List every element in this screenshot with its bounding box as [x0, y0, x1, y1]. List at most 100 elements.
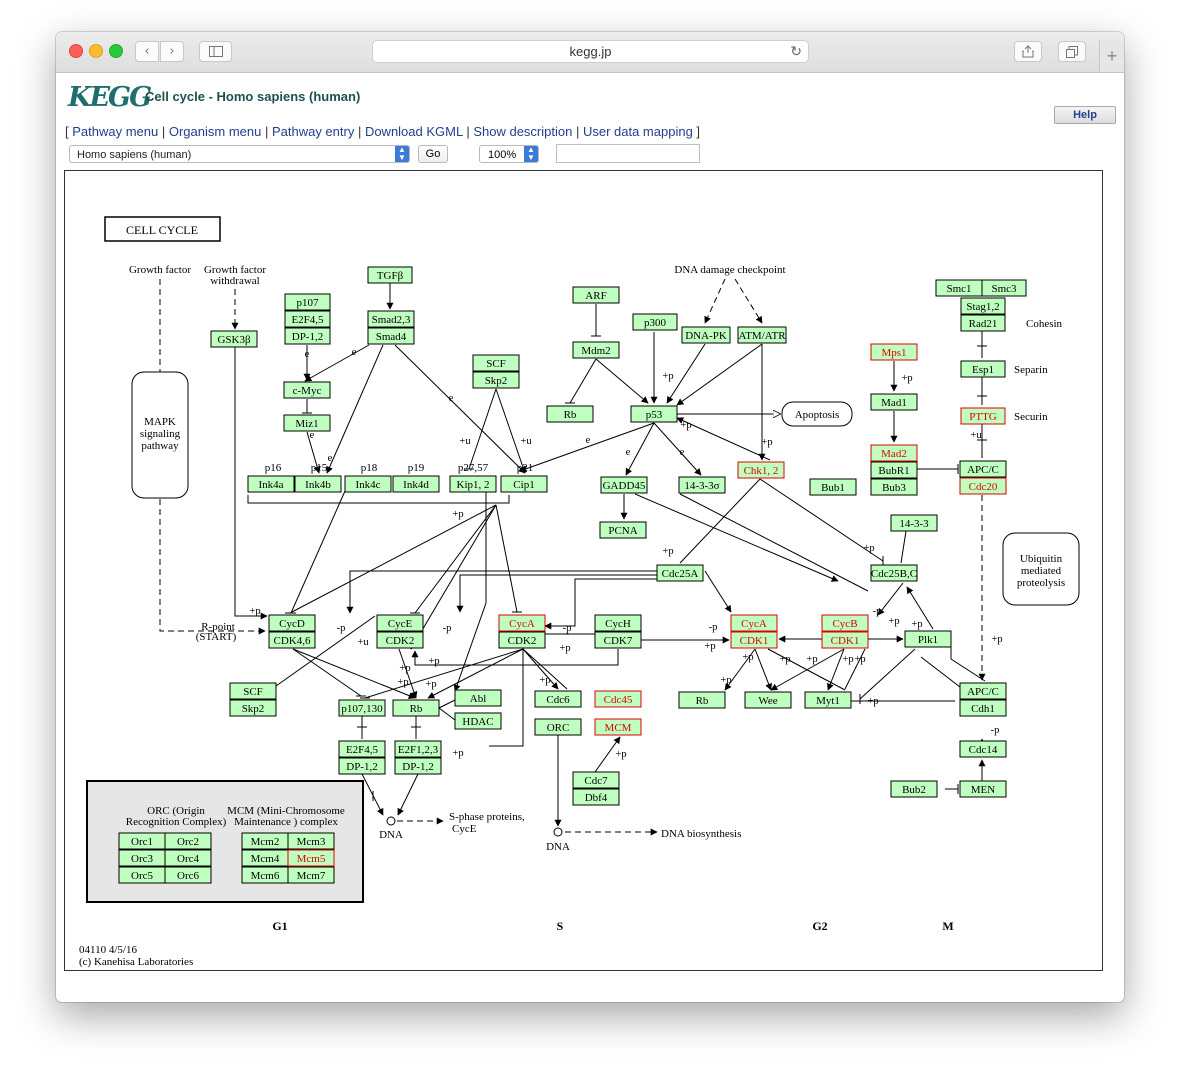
gene-wee[interactable]: Wee — [744, 691, 792, 709]
gene-mad2[interactable]: Mad2 — [870, 444, 918, 462]
gene-cdk1a[interactable]: CDK1 — [730, 631, 778, 649]
zoom-window-icon[interactable] — [109, 44, 123, 58]
gene-dbf4[interactable]: Dbf4 — [572, 788, 620, 806]
gene-smad4[interactable]: Smad4 — [367, 327, 415, 345]
gene-ink4b[interactable]: Ink4b — [294, 475, 342, 493]
gene-esp1[interactable]: Esp1 — [960, 360, 1006, 378]
gene-e2f45a[interactable]: E2F4,5 — [284, 310, 331, 328]
gene-plk1[interactable]: Plk1 — [904, 630, 952, 648]
gene-apcc1[interactable]: APC/C — [959, 460, 1007, 478]
gene-chk12[interactable]: Chk1, 2 — [737, 461, 785, 479]
help-button[interactable]: Help — [1054, 106, 1116, 124]
gene-ink4d[interactable]: Ink4d — [392, 475, 440, 493]
gene-mcm3[interactable]: Mcm3 — [287, 832, 335, 850]
link-organism-menu[interactable]: Organism menu — [168, 124, 262, 139]
gene-rb1[interactable]: Rb — [546, 405, 594, 423]
gene-smad23[interactable]: Smad2,3 — [367, 310, 415, 328]
gene-mad1[interactable]: Mad1 — [870, 393, 918, 411]
gene-cyca2[interactable]: CycA — [730, 614, 778, 632]
gene-s1433[interactable]: 14-3-3 — [890, 514, 938, 532]
gene-ink4c[interactable]: Ink4c — [344, 475, 392, 493]
gene-men[interactable]: MEN — [959, 780, 1007, 798]
gene-apcc2[interactable]: APC/C — [959, 682, 1007, 700]
gene-cdh1[interactable]: Cdh1 — [959, 699, 1007, 717]
gene-dp12c[interactable]: DP-1,2 — [394, 757, 442, 775]
gene-bubr1[interactable]: BubR1 — [870, 461, 918, 479]
gene-pcna[interactable]: PCNA — [599, 521, 647, 539]
gene-cych[interactable]: CycH — [594, 614, 642, 632]
gene-p300[interactable]: p300 — [632, 313, 678, 331]
gene-s1433s[interactable]: 14-3-3σ — [678, 476, 726, 494]
gene-cyca1[interactable]: CycA — [498, 614, 546, 632]
gene-rad21[interactable]: Rad21 — [960, 314, 1006, 332]
gene-scf2[interactable]: SCF — [229, 682, 277, 700]
link-download-kgml[interactable]: Download KGML — [364, 124, 463, 139]
gene-e2f45b[interactable]: E2F4,5 — [338, 740, 386, 758]
gene-bub2[interactable]: Bub2 — [890, 780, 938, 798]
gene-gsk3b[interactable]: GSK3β — [210, 330, 258, 348]
gene-cdc20[interactable]: Cdc20 — [959, 477, 1007, 495]
gene-rb3[interactable]: Rb — [678, 691, 726, 709]
link-pathway-menu[interactable]: Pathway menu — [72, 124, 159, 139]
gene-miz1[interactable]: Miz1 — [283, 414, 331, 432]
search-input[interactable] — [556, 144, 700, 163]
minimize-window-icon[interactable] — [89, 44, 103, 58]
gene-gadd45[interactable]: GADD45 — [600, 476, 648, 494]
gene-orc2[interactable]: Orc2 — [164, 832, 212, 850]
gene-cdc7[interactable]: Cdc7 — [572, 771, 620, 789]
gene-cycb[interactable]: CycB — [821, 614, 869, 632]
gene-scf1[interactable]: SCF — [472, 354, 520, 372]
gene-mcm5[interactable]: Mcm5 — [287, 849, 335, 867]
gene-orc1[interactable]: Orc1 — [118, 832, 166, 850]
gene-mdm2[interactable]: Mdm2 — [572, 341, 620, 359]
kegg-logo[interactable]: KEGG — [68, 82, 152, 113]
gene-cdk1b[interactable]: CDK1 — [821, 631, 869, 649]
share-button[interactable] — [1014, 41, 1042, 62]
gene-myt1[interactable]: Myt1 — [804, 691, 852, 709]
gene-dnapk[interactable]: DNA-PK — [681, 326, 731, 344]
gene-cdc45[interactable]: Cdc45 — [594, 690, 642, 708]
gene-stag12[interactable]: Stag1,2 — [960, 297, 1006, 315]
gene-bub3[interactable]: Bub3 — [870, 478, 918, 496]
gene-tgfb[interactable]: TGFβ — [367, 266, 413, 284]
gene-abl[interactable]: Abl — [454, 689, 502, 707]
gene-orc4[interactable]: Orc4 — [164, 849, 212, 867]
gene-dp12a[interactable]: DP-1,2 — [284, 327, 331, 345]
gene-mcm7[interactable]: Mcm7 — [287, 866, 335, 884]
gene-bub1[interactable]: Bub1 — [809, 478, 857, 496]
gene-mps1[interactable]: Mps1 — [870, 343, 918, 361]
gene-dp12b[interactable]: DP-1,2 — [338, 757, 386, 775]
gene-p107[interactable]: p107 — [284, 293, 331, 311]
gene-cycd[interactable]: CycD — [268, 614, 316, 632]
gene-orc3[interactable]: Orc3 — [118, 849, 166, 867]
go-button[interactable]: Go — [418, 145, 448, 163]
gene-mcm4[interactable]: Mcm4 — [241, 849, 289, 867]
gene-skp2a[interactable]: Skp2 — [472, 371, 520, 389]
gene-smc1[interactable]: Smc1 — [935, 279, 983, 297]
gene-p53[interactable]: p53 — [630, 405, 678, 423]
forward-button[interactable]: › — [160, 41, 184, 62]
gene-orc[interactable]: ORC — [534, 718, 582, 736]
gene-orc6[interactable]: Orc6 — [164, 866, 212, 884]
close-window-icon[interactable] — [69, 44, 83, 58]
link-user-data-mapping[interactable]: User data mapping — [582, 124, 693, 139]
gene-skp2b[interactable]: Skp2 — [229, 699, 277, 717]
address-bar[interactable]: kegg.jp ↻ — [372, 40, 809, 63]
gene-cip1[interactable]: Cip1 — [500, 475, 548, 493]
gene-p107130[interactable]: p107,130 — [338, 699, 386, 717]
gene-mcm2[interactable]: Mcm2 — [241, 832, 289, 850]
gene-cdc25bc[interactable]: Cdc25B,C — [870, 564, 918, 582]
gene-hdac[interactable]: HDAC — [454, 712, 502, 730]
gene-e2f123[interactable]: E2F1,2,3 — [394, 740, 442, 758]
back-button[interactable]: ‹ — [135, 41, 159, 62]
gene-mcm[interactable]: MCM — [594, 718, 642, 736]
gene-atm[interactable]: ATM/ATR — [737, 326, 787, 344]
gene-rb2[interactable]: Rb — [392, 699, 440, 717]
gene-kip12[interactable]: Kip1, 2 — [449, 475, 497, 493]
gene-arf[interactable]: ARF — [572, 286, 620, 304]
zoom-select[interactable]: 100% ▲▼ — [479, 145, 539, 163]
gene-pttg[interactable]: PTTG — [960, 407, 1006, 425]
gene-smc3[interactable]: Smc3 — [981, 279, 1027, 297]
gene-cdk46[interactable]: CDK4,6 — [268, 631, 316, 649]
gene-cdc14[interactable]: Cdc14 — [959, 740, 1007, 758]
